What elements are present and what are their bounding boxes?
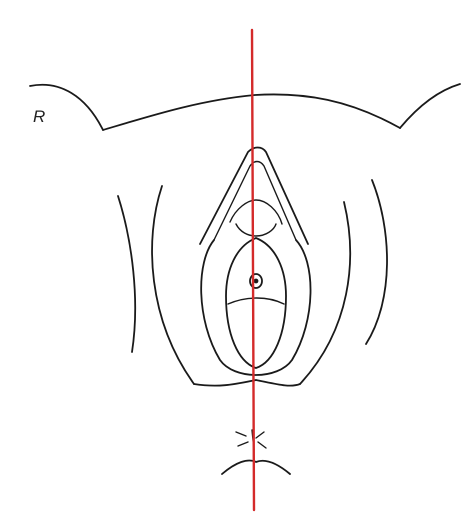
side-label: R — [33, 108, 45, 125]
labia-minora — [201, 240, 310, 375]
anus-mark-upper-right — [256, 432, 264, 438]
vestibule — [226, 238, 286, 368]
clitoris — [230, 200, 282, 224]
posterior-commissure — [194, 380, 300, 386]
right-outer-labium — [300, 202, 350, 384]
clitoral-hood-inner — [214, 162, 296, 241]
anus-mark-lower-left — [238, 442, 248, 446]
urethral-opening — [254, 279, 259, 284]
right-upper-thigh-contour — [400, 84, 460, 128]
introitus-line — [228, 298, 284, 304]
left-outer-groin — [118, 196, 135, 352]
gluteal-cleft — [222, 461, 290, 475]
right-outer-groin — [366, 180, 387, 344]
anus-mark-upper-left — [236, 432, 246, 436]
left-outer-labium — [152, 186, 194, 384]
anus-mark-lower-right — [258, 442, 266, 448]
frenulum — [236, 224, 276, 236]
